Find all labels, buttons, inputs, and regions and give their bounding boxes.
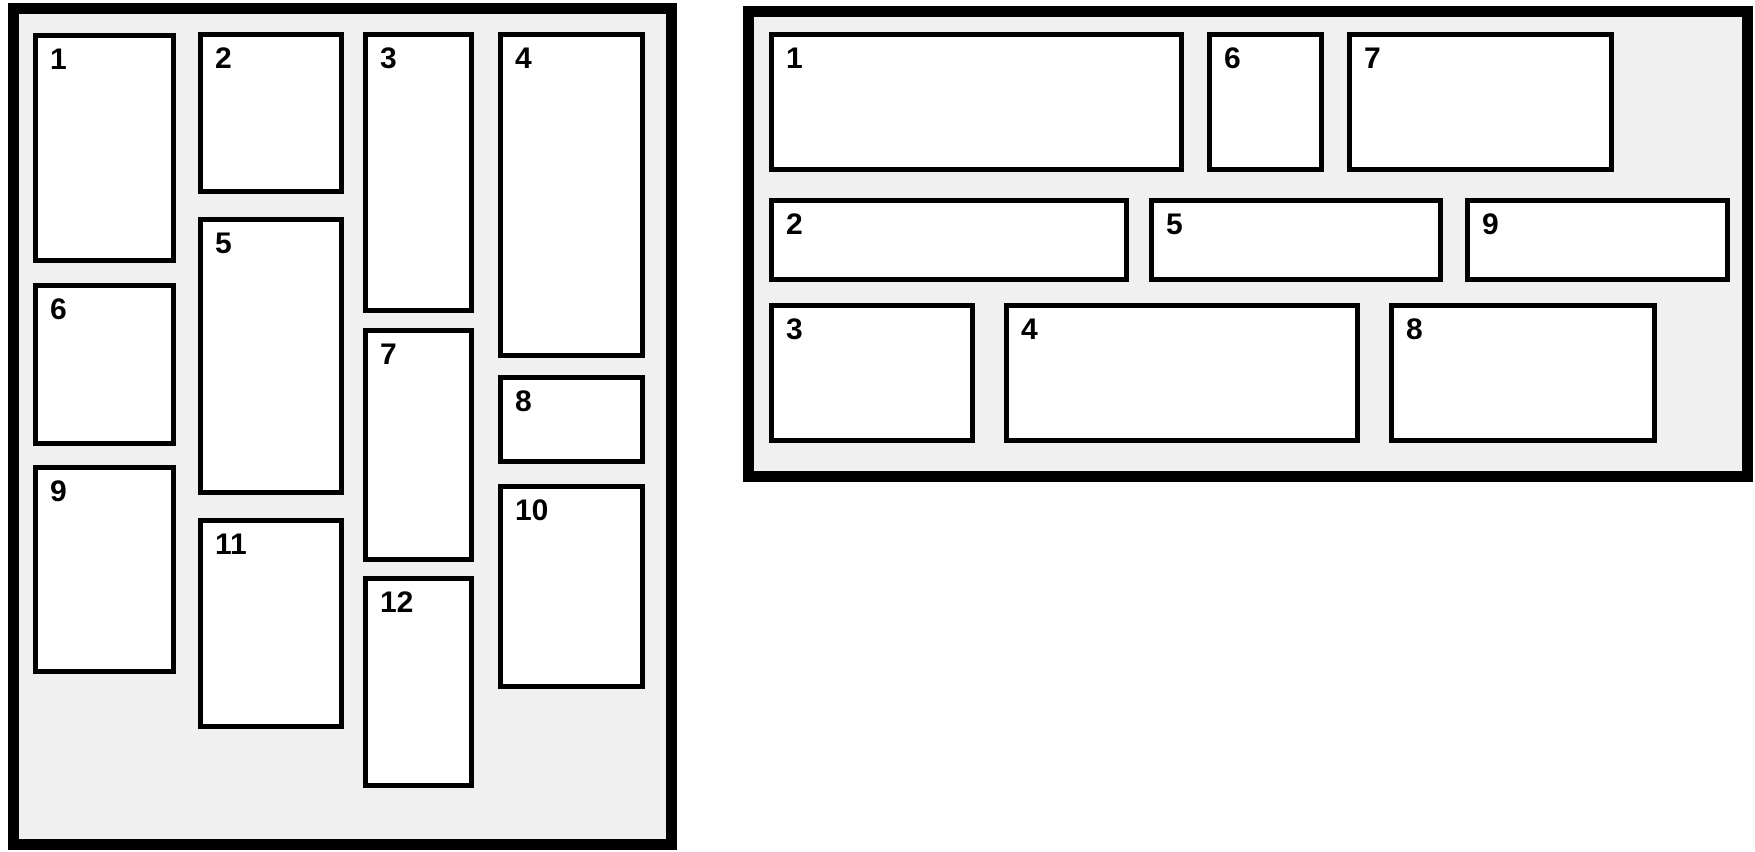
tile-number: 1	[50, 43, 67, 76]
tile-number: 1	[786, 42, 803, 75]
masonry-tile: 10	[498, 484, 645, 689]
masonry-tile: 4	[1004, 303, 1360, 443]
masonry-tile: 11	[198, 518, 344, 729]
masonry-tile: 9	[33, 465, 176, 674]
tile-number: 4	[1021, 313, 1038, 346]
tile-number: 7	[380, 338, 397, 371]
masonry-tile: 9	[1465, 198, 1730, 282]
tile-number: 11	[215, 528, 247, 561]
masonry-tile: 7	[1347, 32, 1614, 172]
tile-number: 4	[515, 42, 532, 75]
tile-number: 3	[786, 313, 803, 346]
tile-number: 12	[380, 586, 414, 619]
masonry-tile: 12	[363, 576, 474, 788]
horizontal-masonry-panel: 1 2 3 4 5 6 7 8 9	[743, 6, 1753, 482]
vertical-masonry-panel: 1 2 3 4 5 6 7 8 9 10 11 12	[8, 3, 677, 850]
tile-number: 6	[50, 293, 67, 326]
tile-number: 9	[50, 475, 67, 508]
masonry-tile: 5	[198, 217, 344, 495]
tile-number: 10	[515, 494, 549, 527]
masonry-tile: 1	[33, 33, 176, 263]
tile-number: 5	[1166, 208, 1183, 241]
tile-number: 3	[380, 42, 397, 75]
masonry-tile: 8	[498, 375, 645, 464]
tile-number: 7	[1364, 42, 1381, 75]
masonry-tile: 3	[363, 32, 474, 313]
masonry-tile: 3	[769, 303, 975, 443]
masonry-tile: 5	[1149, 198, 1443, 282]
masonry-tile: 6	[1207, 32, 1324, 172]
tile-number: 2	[215, 42, 232, 75]
masonry-tile: 4	[498, 32, 645, 358]
masonry-tile: 2	[769, 198, 1129, 282]
tile-number: 9	[1482, 208, 1499, 241]
tile-number: 8	[1406, 313, 1423, 346]
tile-number: 5	[215, 227, 232, 260]
tile-number: 6	[1224, 42, 1241, 75]
masonry-tile: 6	[33, 283, 176, 446]
tile-number: 8	[515, 385, 532, 418]
masonry-tile: 2	[198, 32, 344, 194]
masonry-tile: 8	[1389, 303, 1657, 443]
masonry-tile: 1	[769, 32, 1184, 172]
tile-number: 2	[786, 208, 803, 241]
masonry-tile: 7	[363, 328, 474, 562]
